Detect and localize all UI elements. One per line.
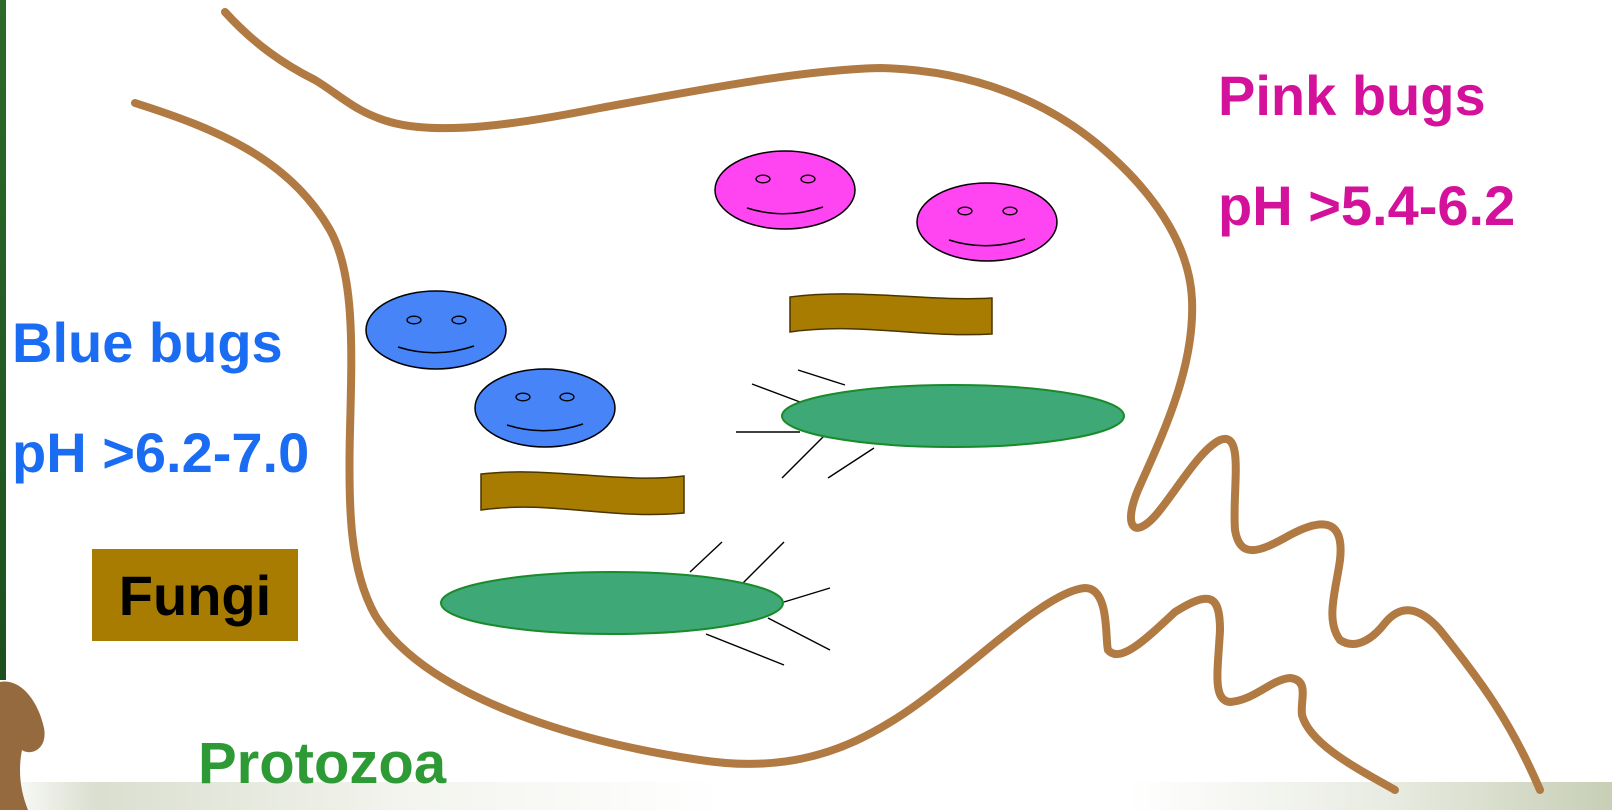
- fungi-label: Fungi: [119, 563, 271, 628]
- smiley-face-icon: [715, 151, 855, 229]
- ciliated-cell-icon: [736, 370, 1124, 478]
- blue-bugs-title: Blue bugs: [12, 315, 283, 371]
- pink-bugs-ph-range: pH >5.4-6.2: [1218, 178, 1515, 234]
- ciliated-cell-icon: [441, 542, 830, 665]
- smiley-face-icon: [366, 291, 506, 369]
- blue-bugs-ph-range: pH >6.2-7.0: [12, 425, 309, 481]
- earthworm-figure-icon: [0, 682, 45, 810]
- fungi-label-box: Fungi: [92, 549, 298, 641]
- pink-bugs-title: Pink bugs: [1218, 68, 1486, 124]
- smiley-face-icon: [475, 369, 615, 447]
- fungal-strand-icon: [790, 294, 992, 335]
- fungal-strand-icon: [481, 472, 684, 515]
- protozoa-label: Protozoa: [198, 735, 446, 793]
- smiley-face-icon: [917, 183, 1057, 261]
